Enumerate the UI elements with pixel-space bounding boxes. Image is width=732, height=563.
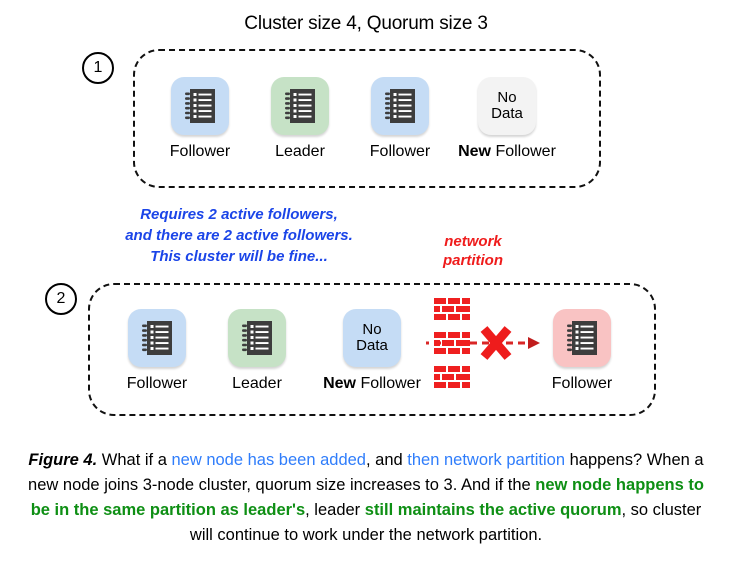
node-tile-pink: [553, 309, 611, 367]
node-tile-gray-nodata: No Data: [478, 77, 536, 135]
server-log-icon: [142, 321, 172, 355]
server-log-icon: [285, 89, 315, 123]
node-p1-follower-1: Follower: [148, 77, 252, 161]
cluster-panel-1: [133, 49, 601, 188]
node-p2-partitioned-follower: Follower: [530, 309, 634, 393]
node-label: Follower: [348, 142, 452, 161]
server-log-icon: [185, 89, 215, 123]
no-data-text: No Data: [356, 322, 388, 354]
node-tile-blue: [128, 309, 186, 367]
node-tile-blue: [171, 77, 229, 135]
node-p1-leader: Leader: [248, 77, 352, 161]
node-p2-new-follower: No Data New Follower: [320, 309, 424, 393]
node-tile-blue-nodata: No Data: [343, 309, 401, 367]
caption-seg-9: , so cluster will continue to work under…: [189, 501, 702, 544]
caption-seg-1: What if a: [97, 451, 172, 469]
quorum-annotation-line-1: Requires 2 active followers,: [140, 206, 338, 223]
step-number-2: 2: [45, 283, 77, 315]
node-label-prefix: New: [458, 143, 491, 160]
diagram-title: Cluster size 4, Quorum size 3: [244, 13, 488, 34]
quorum-annotation-line-2: and there are 2 active followers.: [125, 227, 353, 244]
node-label-text: Follower: [495, 143, 556, 160]
node-label-text: Follower: [126, 375, 188, 392]
caption-seg-3: , and: [365, 451, 408, 469]
network-partition-label-line-1: network: [444, 233, 502, 250]
blocked-x-icon: [480, 326, 512, 360]
no-data-line-2: Data: [356, 337, 388, 354]
network-partition-label: network partition: [408, 232, 538, 270]
cluster-panel-2: [88, 283, 656, 416]
server-log-icon: [567, 321, 597, 355]
node-label-text: Leader: [275, 143, 325, 160]
node-tile-green: [271, 77, 329, 135]
server-log-icon: [385, 89, 415, 123]
node-label-text: Follower: [360, 375, 421, 392]
caption-link-network-partition: then network partition: [407, 451, 566, 469]
node-p1-new-follower: No Data New Follower: [455, 77, 559, 161]
no-data-line-2: Data: [491, 105, 523, 122]
node-label: Leader: [205, 374, 309, 393]
node-label-text: Follower: [369, 143, 431, 160]
caption-seg-7: , leader: [305, 501, 365, 519]
node-label: Follower: [105, 374, 209, 393]
caption-highlight-active-quorum: still maintains the active quorum: [364, 501, 622, 519]
node-label: Leader: [248, 142, 352, 161]
node-p2-follower-1: Follower: [105, 309, 209, 393]
no-data-line-1: No: [362, 321, 382, 338]
node-label-prefix: New: [323, 375, 356, 392]
figure-label: Figure 4.: [28, 451, 98, 469]
node-label: New Follower: [320, 374, 424, 393]
no-data-text: No Data: [491, 90, 523, 122]
quorum-annotation-line-3: This cluster will be fine...: [150, 248, 328, 265]
node-p2-leader: Leader: [205, 309, 309, 393]
node-label: Follower: [148, 142, 252, 161]
no-data-line-1: No: [497, 89, 517, 106]
figure-caption: Figure 4. What if a new node has been ad…: [24, 448, 708, 548]
server-log-icon: [242, 321, 272, 355]
caption-highlight-same-partition: new node happens to be in the same parti…: [30, 476, 704, 519]
network-partition-label-line-2: partition: [443, 252, 503, 269]
node-tile-blue: [371, 77, 429, 135]
node-label-text: Follower: [169, 143, 231, 160]
caption-link-new-node: new node has been added: [171, 451, 366, 469]
network-partition-graphic: [426, 298, 540, 388]
node-label: New Follower: [455, 142, 559, 161]
node-tile-green: [228, 309, 286, 367]
node-label-text: Leader: [232, 375, 282, 392]
node-label: Follower: [530, 374, 634, 393]
node-p1-follower-2: Follower: [348, 77, 452, 161]
quorum-annotation: Requires 2 active followers, and there a…: [74, 204, 404, 267]
step-number-1: 1: [82, 52, 114, 84]
node-label-text: Follower: [551, 375, 613, 392]
brick-wall-icon: [434, 298, 470, 388]
caption-seg-5: happens? When a new node joins 3-node cl…: [28, 451, 704, 494]
